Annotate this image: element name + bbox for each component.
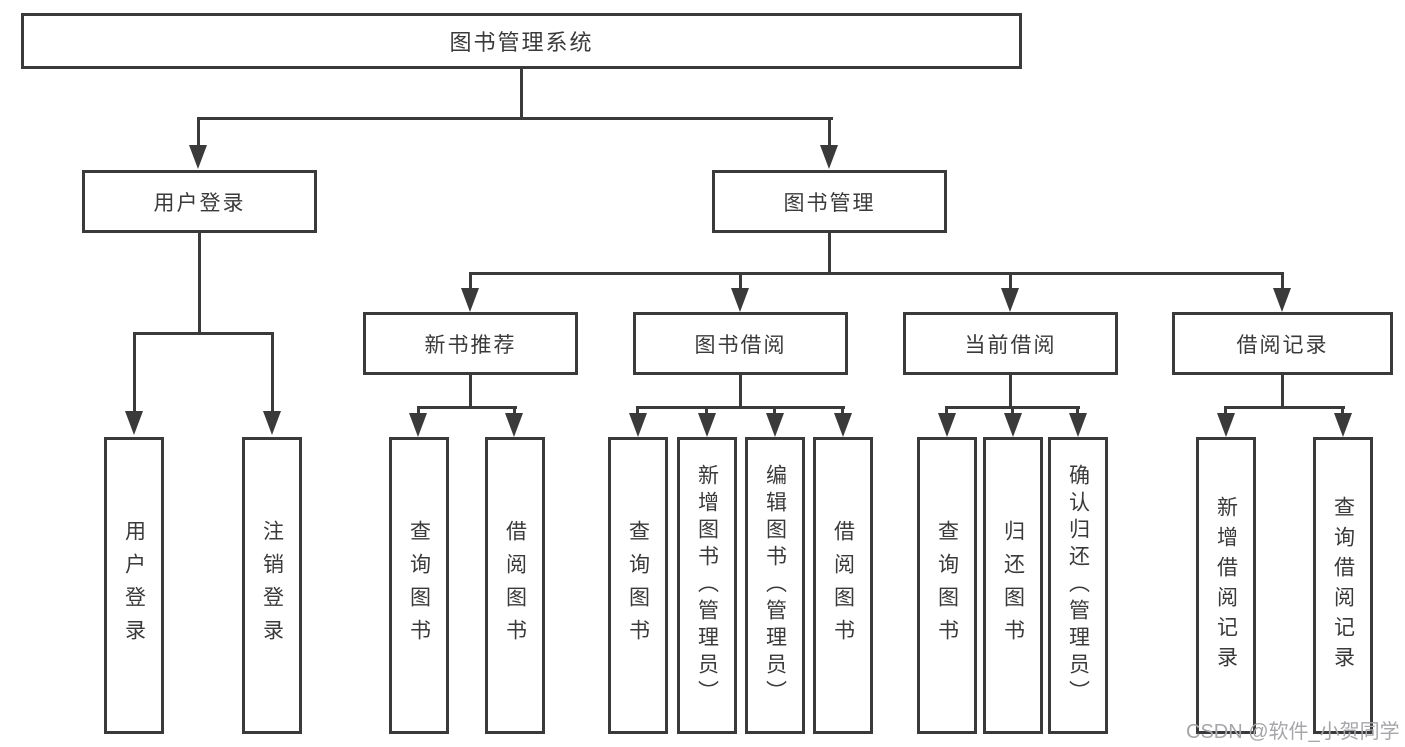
arrowhead xyxy=(505,413,523,437)
connector-book-drop-4 xyxy=(1281,272,1284,292)
leaf-edit-books-admin: 编辑图书（管理员） xyxy=(745,437,805,734)
connector-book-drop-3 xyxy=(1009,272,1012,292)
connector-book-drop-2 xyxy=(739,272,742,292)
arrowhead xyxy=(1069,413,1087,437)
node-book-borrowing: 图书借阅 xyxy=(633,312,848,375)
node-library-system: 图书管理系统 xyxy=(21,13,1022,69)
arrowhead xyxy=(938,413,956,437)
connector-g3-drop-3 xyxy=(1076,406,1079,415)
connector-root-bar xyxy=(197,117,833,120)
arrowhead xyxy=(189,145,207,169)
connector-g1-stem xyxy=(469,375,472,409)
arrowhead xyxy=(1001,288,1019,312)
leaf-add-borrow-record: 新增借阅记录 xyxy=(1196,437,1256,734)
leaf-recommend-query-books: 查询图书 xyxy=(389,437,449,734)
leaf-current-query-books-label: 查询图书 xyxy=(935,519,959,652)
arrowhead xyxy=(1334,413,1352,437)
leaf-recommend-query-books-label: 查询图书 xyxy=(407,519,431,652)
leaf-return-books-label: 归还图书 xyxy=(1001,519,1025,652)
connector-root-drop-left xyxy=(197,117,200,147)
arrowhead xyxy=(698,413,716,437)
connector-g4-stem xyxy=(1281,375,1284,409)
connector-g2-stem xyxy=(739,375,742,409)
connector-g2-drop-3 xyxy=(773,406,776,415)
leaf-borrowing-borrow-books: 借阅图书 xyxy=(813,437,873,734)
connector-g2-drop-4 xyxy=(841,406,844,415)
leaf-return-books: 归还图书 xyxy=(983,437,1043,734)
leaf-add-books-admin: 新增图书（管理员） xyxy=(677,437,737,734)
connector-g3-drop-1 xyxy=(945,406,948,415)
leaf-query-borrow-record: 查询借阅记录 xyxy=(1313,437,1373,734)
arrowhead xyxy=(125,411,143,435)
connector-g2-drop-2 xyxy=(705,406,708,415)
arrowhead xyxy=(461,288,479,312)
leaf-borrowing-query-books-label: 查询图书 xyxy=(626,519,650,652)
arrowhead xyxy=(629,413,647,437)
arrowhead xyxy=(766,413,784,437)
leaf-recommend-borrow-books-label: 借阅图书 xyxy=(503,519,527,652)
connector-book-stem xyxy=(828,233,831,275)
connector-user-drop-1 xyxy=(133,332,136,412)
leaf-borrowing-query-books: 查询图书 xyxy=(608,437,668,734)
connector-g4-drop-1 xyxy=(1224,406,1227,415)
connector-user-bar xyxy=(133,332,274,335)
leaf-add-borrow-record-label: 新增借阅记录 xyxy=(1214,495,1238,676)
node-new-book-recommendation: 新书推荐 xyxy=(363,312,578,375)
connector-user-stem xyxy=(198,233,201,335)
node-book-borrowing-label: 图书借阅 xyxy=(694,333,787,357)
leaf-borrowing-borrow-books-label: 借阅图书 xyxy=(831,519,855,652)
node-borrowing-records: 借阅记录 xyxy=(1172,312,1393,375)
node-new-book-recommendation-label: 新书推荐 xyxy=(424,333,517,357)
leaf-confirm-return-admin-label: 确认归还（管理员） xyxy=(1066,464,1090,707)
node-borrowing-records-label: 借阅记录 xyxy=(1236,333,1329,357)
connector-root-stem xyxy=(520,69,523,120)
node-user-login-label: 用户登录 xyxy=(153,191,246,215)
leaf-logout: 注销登录 xyxy=(242,437,302,734)
connector-g3-drop-2 xyxy=(1011,406,1014,415)
connector-g4-bar xyxy=(1224,406,1345,409)
connector-g4-drop-2 xyxy=(1341,406,1344,415)
node-current-borrowing: 当前借阅 xyxy=(903,312,1118,375)
leaf-user-login-label: 用户登录 xyxy=(122,519,146,652)
connector-g1-bar xyxy=(417,406,517,409)
connector-book-bar xyxy=(469,272,1284,275)
leaf-logout-label: 注销登录 xyxy=(260,519,284,652)
connector-g1-drop-1 xyxy=(417,406,420,415)
node-current-borrowing-label: 当前借阅 xyxy=(964,333,1057,357)
node-library-system-label: 图书管理系统 xyxy=(449,30,594,55)
connector-root-drop-right xyxy=(828,117,831,147)
connector-g1-drop-2 xyxy=(513,406,516,415)
leaf-edit-books-admin-label: 编辑图书（管理员） xyxy=(763,464,787,707)
arrowhead xyxy=(820,145,838,169)
arrowhead xyxy=(834,413,852,437)
csdn-watermark: CSDN @软件_小贺同学 xyxy=(1186,721,1400,743)
node-book-management-label: 图书管理 xyxy=(783,191,876,215)
connector-book-drop-1 xyxy=(469,272,472,292)
leaf-add-books-admin-label: 新增图书（管理员） xyxy=(695,464,719,707)
node-book-management: 图书管理 xyxy=(712,170,947,233)
connector-user-drop-2 xyxy=(271,332,274,412)
arrowhead xyxy=(731,288,749,312)
arrowhead xyxy=(409,413,427,437)
arrowhead xyxy=(263,411,281,435)
leaf-recommend-borrow-books: 借阅图书 xyxy=(485,437,545,734)
leaf-user-login: 用户登录 xyxy=(104,437,164,734)
arrowhead xyxy=(1273,288,1291,312)
arrowhead xyxy=(1217,413,1235,437)
connector-g3-stem xyxy=(1009,375,1012,409)
leaf-query-borrow-record-label: 查询借阅记录 xyxy=(1331,495,1355,676)
leaf-confirm-return-admin: 确认归还（管理员） xyxy=(1048,437,1108,734)
leaf-current-query-books: 查询图书 xyxy=(917,437,977,734)
arrowhead xyxy=(1004,413,1022,437)
connector-g2-drop-1 xyxy=(636,406,639,415)
node-user-login: 用户登录 xyxy=(82,170,317,233)
connector-g2-bar xyxy=(636,406,845,409)
